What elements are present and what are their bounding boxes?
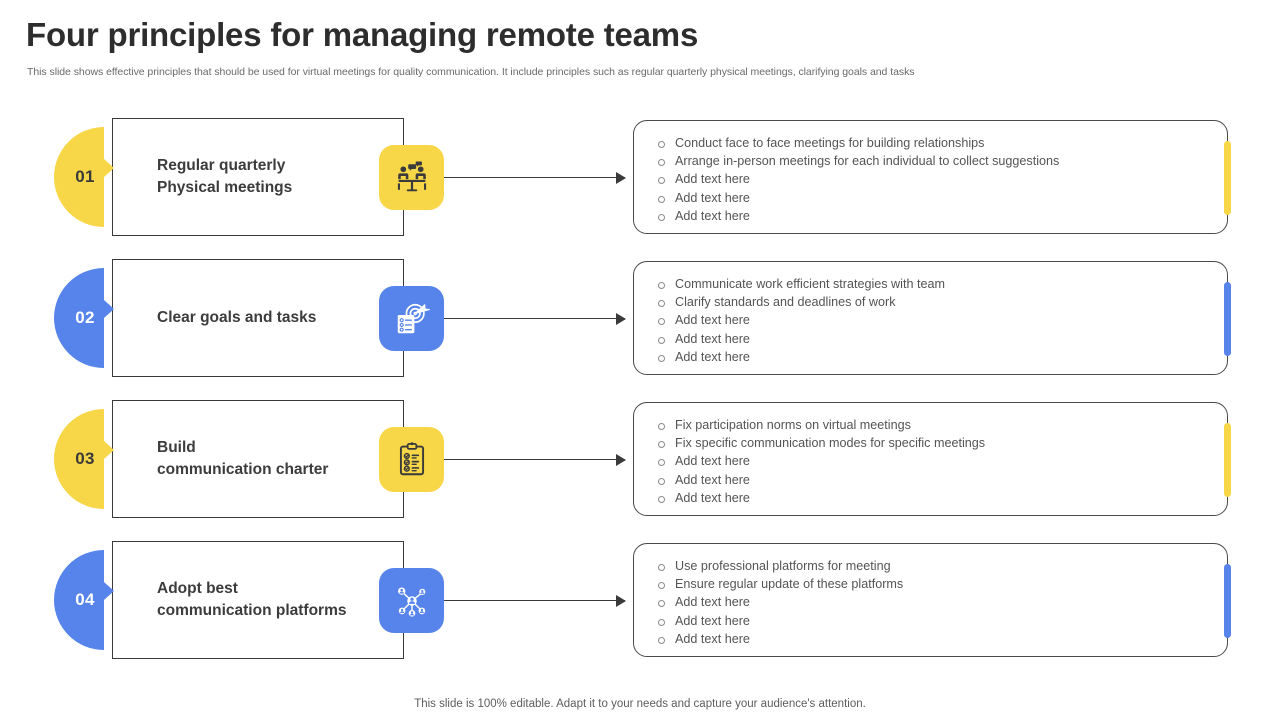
step-badge-04[interactable]: 04	[54, 550, 104, 650]
panel-accent-bar	[1223, 141, 1231, 215]
list-item: Add text here	[656, 630, 903, 648]
list-item: Add text here	[656, 311, 945, 329]
principle-detail-panel-1[interactable]: Conduct face to face meetings for buildi…	[633, 120, 1231, 234]
list-item: Add text here	[656, 471, 985, 489]
principle-row-4: 04 Adopt best communication platforms	[0, 541, 1280, 659]
principle-row-3: 03 Build communication charter	[0, 400, 1280, 518]
list-item: Add text here	[656, 612, 903, 630]
badge-notch-icon	[104, 582, 114, 600]
list-item: Add text here	[656, 452, 985, 470]
page-subtitle: This slide shows effective principles th…	[27, 66, 915, 78]
badge-notch-icon	[104, 441, 114, 459]
step-badge-03[interactable]: 03	[54, 409, 104, 509]
list-item: Clarify standards and deadlines of work	[656, 293, 945, 311]
step-badge-02[interactable]: 02	[54, 268, 104, 368]
row-connector-arrow-3	[430, 459, 625, 461]
clipboard-checklist-icon	[379, 427, 444, 492]
list-item: Add text here	[656, 330, 945, 348]
principle-label-box-2[interactable]: Clear goals and tasks	[112, 259, 404, 377]
principle-row-2: 02 Clear goals and tasks	[0, 259, 1280, 377]
list-item: Add text here	[656, 207, 1059, 225]
panel-accent-bar	[1223, 423, 1231, 497]
list-item: Add text here	[656, 489, 985, 507]
bullet-list-2: Communicate work efficient strategies wi…	[656, 275, 945, 366]
bullet-list-3: Fix participation norms on virtual meeti…	[656, 416, 985, 507]
list-item: Conduct face to face meetings for buildi…	[656, 134, 1059, 152]
badge-notch-icon	[104, 159, 114, 177]
network-hub-icon	[379, 568, 444, 633]
principle-row-1: 01 Regular quarterly Physical meetings	[0, 118, 1280, 236]
list-item: Add text here	[656, 170, 1059, 188]
list-item: Add text here	[656, 348, 945, 366]
row-connector-arrow-4	[430, 600, 625, 602]
panel-accent-bar	[1223, 282, 1231, 356]
row-connector-arrow-1	[430, 177, 625, 179]
principle-detail-panel-3[interactable]: Fix participation norms on virtual meeti…	[633, 402, 1231, 516]
footer-note: This slide is 100% editable. Adapt it to…	[414, 698, 866, 710]
list-item: Fix participation norms on virtual meeti…	[656, 416, 985, 434]
step-number: 03	[75, 449, 95, 468]
principle-label-box-1[interactable]: Regular quarterly Physical meetings	[112, 118, 404, 236]
principle-label: Adopt best communication platforms	[157, 580, 347, 619]
step-number: 01	[75, 167, 95, 186]
list-item: Add text here	[656, 189, 1059, 207]
principle-label-box-3[interactable]: Build communication charter	[112, 400, 404, 518]
principle-label: Regular quarterly Physical meetings	[157, 157, 293, 196]
principle-detail-panel-4[interactable]: Use professional platforms for meeting E…	[633, 543, 1231, 657]
bullet-list-4: Use professional platforms for meeting E…	[656, 557, 903, 648]
list-item: Add text here	[656, 593, 903, 611]
principle-label-box-4[interactable]: Adopt best communication platforms	[112, 541, 404, 659]
step-number: 02	[75, 308, 95, 327]
page-title: Four principles for managing remote team…	[26, 16, 699, 53]
list-item: Fix specific communication modes for spe…	[656, 434, 985, 452]
bullet-list-1: Conduct face to face meetings for buildi…	[656, 134, 1059, 225]
row-connector-arrow-2	[430, 318, 625, 320]
list-item: Use professional platforms for meeting	[656, 557, 903, 575]
people-meeting-table-icon	[379, 145, 444, 210]
list-item: Ensure regular update of these platforms	[656, 575, 903, 593]
step-number: 04	[75, 590, 95, 609]
list-item: Arrange in-person meetings for each indi…	[656, 152, 1059, 170]
badge-notch-icon	[104, 300, 114, 318]
target-checklist-icon	[379, 286, 444, 351]
principle-label: Clear goals and tasks	[157, 309, 317, 326]
panel-accent-bar	[1223, 564, 1231, 638]
principle-detail-panel-2[interactable]: Communicate work efficient strategies wi…	[633, 261, 1231, 375]
step-badge-01[interactable]: 01	[54, 127, 104, 227]
list-item: Communicate work efficient strategies wi…	[656, 275, 945, 293]
principle-label: Build communication charter	[157, 439, 329, 478]
